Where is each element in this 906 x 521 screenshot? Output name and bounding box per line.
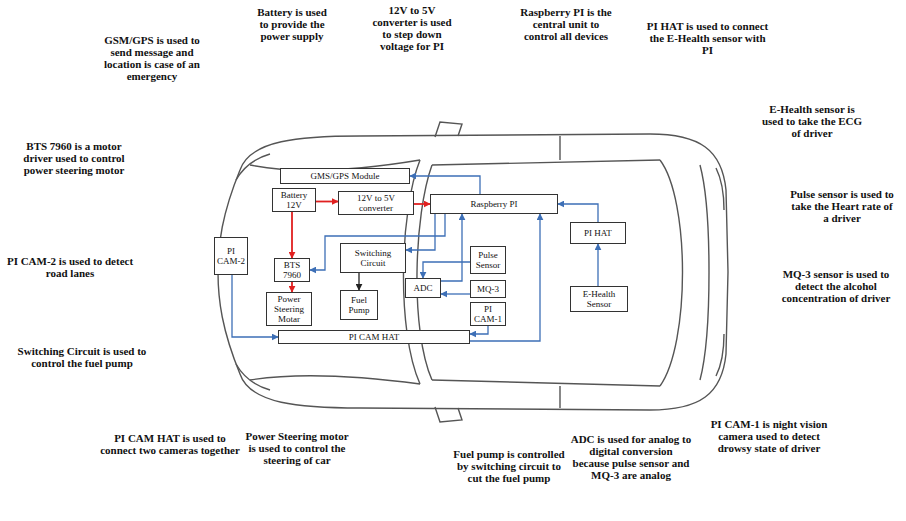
door-line — [559, 386, 560, 408]
door-line — [559, 136, 560, 160]
component-box: BTS 7960 — [274, 258, 310, 282]
component-label: Raspberry PI — [470, 199, 517, 209]
callout-text: GSM/GPS is used to send message and loca… — [96, 34, 208, 82]
tail-light — [716, 168, 724, 210]
callout-text: Switching Circuit is used to control the… — [12, 345, 152, 369]
wire-connector — [423, 262, 470, 278]
wire-connector — [470, 214, 540, 341]
component-label: Power Steering Motar — [269, 294, 309, 324]
rear-window — [700, 165, 709, 380]
roof-line — [432, 160, 660, 165]
hood-line — [250, 376, 420, 384]
component-label: PI CAM-1 — [473, 304, 503, 324]
wire-connector — [558, 204, 598, 222]
component-box: Battery 12V — [272, 188, 316, 212]
callout-text: 12V to 5V converter is used to step down… — [368, 4, 456, 52]
component-box: Pulse Sensor — [470, 246, 506, 274]
wire-connector — [358, 273, 359, 290]
component-box: GMS/GPS Module — [280, 168, 410, 184]
callout-text: Battery is used to provide the power sup… — [256, 6, 328, 42]
component-label: Fuel Pump — [343, 295, 375, 315]
callout-text: Raspberry PI is the central unit to cont… — [520, 6, 612, 42]
component-label: ADC — [413, 283, 432, 293]
component-box: Power Steering Motar — [266, 292, 312, 326]
component-label: PI HAT — [584, 228, 612, 238]
wire-connector — [441, 293, 470, 294]
callout-text: Power Steering motor is used to control … — [241, 430, 353, 466]
roof-line — [432, 380, 660, 386]
component-box: PI HAT — [570, 222, 626, 244]
callout-text: PI CAM HAT is used to connect two camera… — [98, 432, 242, 456]
wire-connector — [291, 212, 293, 258]
component-box: PI CAM HAT — [278, 330, 470, 344]
component-box: Switching Circuit — [340, 243, 406, 273]
wire-connector — [414, 203, 430, 205]
wire-connector — [316, 201, 338, 203]
tail-light — [716, 334, 724, 376]
side-mirror — [435, 407, 462, 422]
callout-text: Pulse sensor is used to take the Heart r… — [788, 188, 896, 224]
component-label: E-Health Sensor — [573, 289, 625, 309]
callout-text: BTS 7960 is a motor driver used to contr… — [16, 140, 132, 176]
component-label: PI CAM-2 — [217, 246, 245, 266]
callout-text: PI CAM-1 is night vision camera used to … — [708, 418, 830, 454]
wire-connector — [406, 214, 435, 250]
component-label: GMS/GPS Module — [311, 171, 380, 181]
headlight — [236, 364, 270, 390]
component-box: E-Health Sensor — [570, 286, 628, 312]
callout-text: PI HAT is used to connect the E-Health s… — [645, 20, 770, 56]
headlight — [236, 154, 270, 180]
component-box: Raspberry PI — [430, 194, 558, 214]
callout-text: ADC is used for analog to digital conver… — [570, 433, 692, 481]
component-box: MQ-3 — [470, 280, 506, 298]
rear-window — [660, 160, 683, 386]
component-box: PI CAM-2 — [214, 237, 248, 275]
callout-text: PI CAM-2 is used to detect road lanes — [5, 255, 135, 279]
wire-connector — [410, 176, 480, 194]
wire-connector — [470, 326, 488, 334]
wire-connector — [441, 214, 462, 281]
component-label: Switching Circuit — [343, 248, 403, 268]
component-box: PI CAM-1 — [470, 302, 506, 326]
wire-connector — [597, 244, 598, 286]
component-label: PI CAM HAT — [349, 332, 400, 342]
side-mirror — [435, 122, 462, 137]
component-box: ADC — [405, 278, 441, 298]
component-label: MQ-3 — [477, 284, 499, 294]
callout-text: E-Health sensor is used to take the ECG … — [758, 103, 866, 139]
component-label: Pulse Sensor — [473, 250, 503, 270]
component-label: 12V to 5V converter — [341, 193, 411, 213]
wire-connector — [291, 282, 293, 292]
component-label: BTS 7960 — [277, 260, 307, 280]
callout-text: MQ-3 sensor is used to detect the alcoho… — [778, 268, 894, 304]
component-label: Battery 12V — [275, 190, 313, 210]
callout-text: Fuel pump is controlled by switching cir… — [453, 448, 565, 484]
component-box: Fuel Pump — [340, 290, 378, 320]
car-body — [218, 134, 728, 410]
component-box: 12V to 5V converter — [338, 191, 414, 215]
